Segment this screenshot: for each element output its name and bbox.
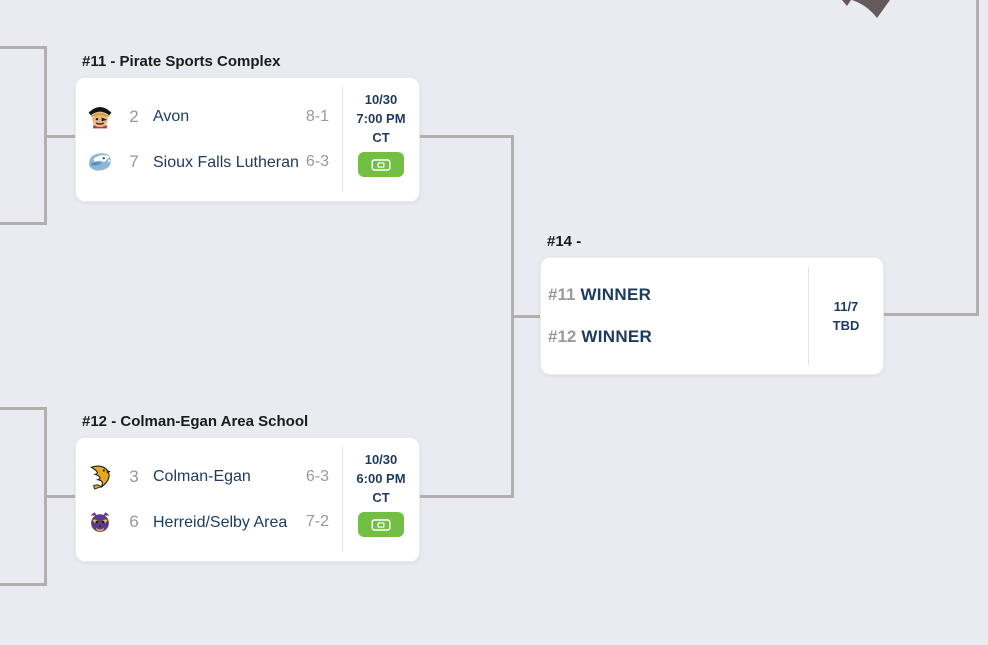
tiger-mascot-icon <box>87 509 113 535</box>
team-name: Avon <box>153 108 190 126</box>
team-seed: 2 <box>129 106 139 126</box>
hawk-mascot-icon <box>87 464 113 490</box>
team-row-herreid-selby[interactable]: 6 Herreid/Selby Area 7-2 <box>87 509 342 535</box>
ticket-button[interactable] <box>358 512 404 537</box>
winner-seed: #11 <box>548 285 576 305</box>
match-14-title: #14 - <box>547 233 582 250</box>
match-12-teams: 3 Colman-Egan 6-3 <box>76 438 342 561</box>
bracket-connector-line <box>0 583 47 586</box>
team-seed: 3 <box>129 466 139 486</box>
team-row-colman-egan[interactable]: 3 Colman-Egan 6-3 <box>87 464 342 490</box>
winner-seed: #12 <box>548 326 577 346</box>
ticket-button[interactable] <box>358 152 404 177</box>
team-seed: 7 <box>129 152 139 172</box>
match-time: 7:00 PM <box>356 111 406 126</box>
match-14-teams: #11 WINNER #12 WINNER <box>541 258 808 374</box>
bracket-connector-line <box>0 222 47 225</box>
match-11-group: #11 - Pirate Sports Complex <box>75 52 420 202</box>
team-record: 7-2 <box>305 513 329 531</box>
team-name: Colman-Egan <box>153 468 251 486</box>
match-11-teams: 2 Avon 8-1 7 Sioux <box>76 78 342 201</box>
match-12-title: #12 - Colman-Egan Area School <box>82 413 309 430</box>
match-12-card: 3 Colman-Egan 6-3 <box>75 437 420 562</box>
match-11-card: 2 Avon 8-1 7 Sioux <box>75 77 420 202</box>
team-record: 6-3 <box>305 467 329 485</box>
bracket-connector-line <box>420 135 512 138</box>
bracket-connector-line <box>976 0 979 316</box>
ticket-icon <box>371 158 391 172</box>
match-11-title: #11 - Pirate Sports Complex <box>82 53 281 70</box>
team-record: 6-3 <box>305 153 329 171</box>
bracket-connector-line <box>44 46 47 225</box>
match-date: 10/30 <box>364 92 398 107</box>
team-row-sioux-falls-lutheran[interactable]: 7 Sioux Falls Lutheran 6-3 <box>87 149 342 175</box>
match-date: 10/30 <box>364 452 398 467</box>
bracket-connector-line <box>884 313 979 316</box>
partial-mascot-artwork-icon <box>826 0 894 25</box>
bracket-connector-line <box>511 135 514 498</box>
match-time: TBD <box>832 318 860 333</box>
bracket-connector-line <box>47 135 75 138</box>
team-seed: 6 <box>129 512 139 532</box>
winner-label: WINNER <box>580 285 652 305</box>
winner-row-12[interactable]: #12 WINNER <box>548 327 808 347</box>
match-14-meta: 11/7 TBD <box>808 267 883 365</box>
match-date: 11/7 <box>833 299 859 314</box>
match-11-meta: 10/30 7:00 PM CT <box>342 87 419 192</box>
match-timezone: CT <box>372 490 390 505</box>
match-12-group: #12 - Colman-Egan Area School 3 Colman-E… <box>75 412 420 562</box>
match-time: 6:00 PM <box>356 471 406 486</box>
match-14-group: #14 - #11 WINNER #12 WINNER 11/7 TBD <box>540 232 884 375</box>
team-row-avon[interactable]: 2 Avon 8-1 <box>87 104 342 130</box>
eagle-mascot-icon <box>87 149 113 175</box>
bracket-connector-line <box>44 407 47 586</box>
team-name: Sioux Falls Lutheran <box>153 153 299 171</box>
ticket-icon <box>371 518 391 532</box>
bracket-connector-line <box>0 407 47 410</box>
match-14-card: #11 WINNER #12 WINNER 11/7 TBD <box>540 257 884 375</box>
pirate-mascot-icon <box>87 104 113 130</box>
match-timezone: CT <box>372 130 390 145</box>
bracket-connector-line <box>47 495 75 498</box>
bracket-connector-line <box>514 315 540 318</box>
match-12-meta: 10/30 6:00 PM CT <box>342 447 419 552</box>
winner-label: WINNER <box>581 326 653 346</box>
bracket-connector-line <box>420 495 511 498</box>
team-name: Herreid/Selby Area <box>153 513 288 531</box>
team-record: 8-1 <box>305 107 329 125</box>
winner-row-11[interactable]: #11 WINNER <box>548 285 808 305</box>
bracket-connector-line <box>0 46 47 49</box>
